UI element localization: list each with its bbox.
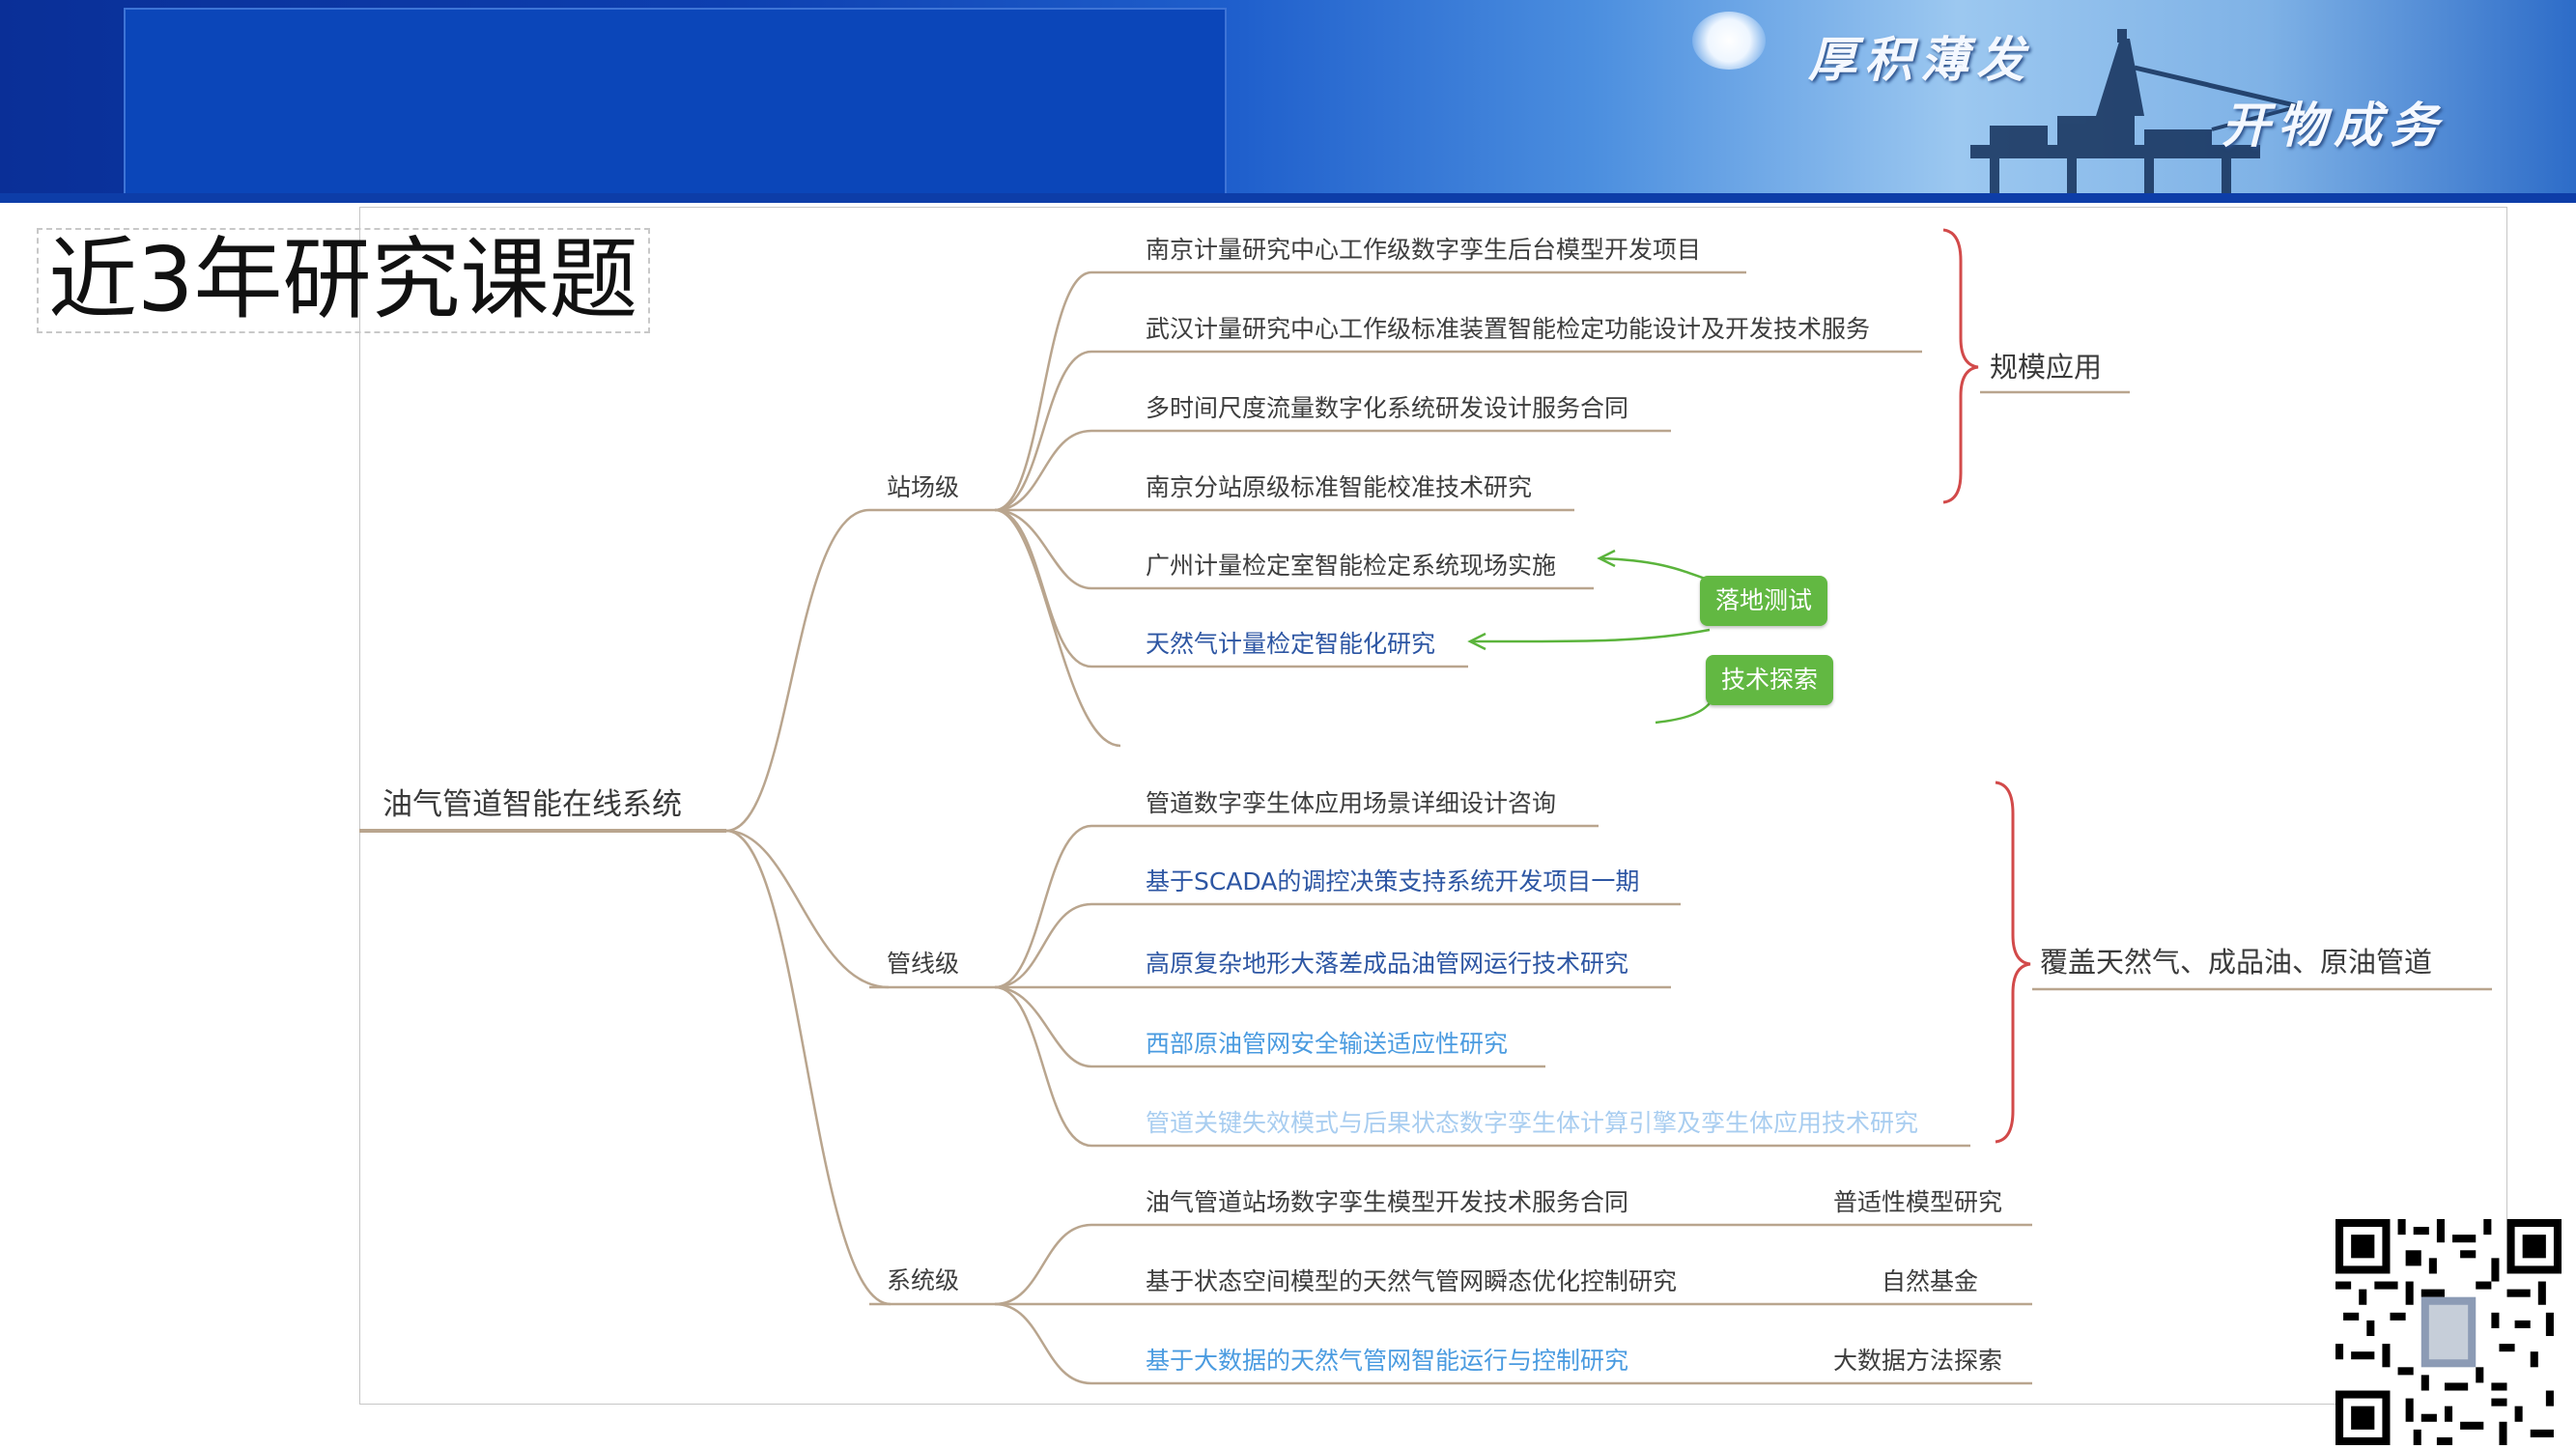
station-item: 南京计量研究中心工作级数字孪生后台模型开发项目 (1146, 236, 1702, 264)
system-side-label: 大数据方法探索 (1833, 1347, 2003, 1375)
pipeline-item: 管道关键失效模式与后果状态数字孪生体计算引擎及孪生体应用技术研究 (1146, 1109, 1919, 1137)
slogan-line-2: 开物成务 (2222, 97, 2446, 154)
root-node: 油气管道智能在线系统 (382, 787, 682, 822)
branch-pipeline: 管线级 (887, 950, 960, 978)
header-banner: 厚积薄发 开物成务 (0, 0, 2576, 203)
header-divider (0, 193, 2576, 203)
branch-system: 系统级 (887, 1266, 960, 1294)
station-item: 天然气计量检定智能化研究 (1146, 630, 1436, 658)
bracket-label-scale: 规模应用 (1990, 351, 2103, 384)
slide-title: 近3年研究课题 (37, 228, 650, 333)
pipeline-item: 高原复杂地形大落差成品油管网运行技术研究 (1146, 950, 1629, 978)
content-panel (359, 207, 2507, 1405)
station-item: 广州计量检定室智能检定系统现场实施 (1146, 552, 1557, 580)
branch-station: 站场级 (887, 473, 960, 501)
system-item: 基于状态空间模型的天然气管网瞬态优化控制研究 (1146, 1267, 1678, 1295)
tag-field-test: 落地测试 (1700, 576, 1827, 626)
pipeline-item: 管道数字孪生体应用场景详细设计咨询 (1146, 789, 1557, 817)
station-item: 多时间尺度流量数字化系统研发设计服务合同 (1146, 394, 1629, 422)
sun-icon (1692, 12, 1766, 70)
system-item: 油气管道站场数字孪生模型开发技术服务合同 (1146, 1188, 1629, 1216)
pipeline-item: 基于SCADA的调控决策支持系统开发项目一期 (1146, 867, 1640, 895)
station-item: 武汉计量研究中心工作级标准装置智能检定功能设计及开发技术服务 (1146, 315, 1871, 343)
pipeline-item: 西部原油管网安全输送适应性研究 (1146, 1030, 1509, 1058)
system-side-label: 自然基金 (1882, 1267, 1979, 1295)
bracket-label-coverage: 覆盖天然气、成品油、原油管道 (2040, 946, 2433, 979)
slogan-line-1: 厚积薄发 (1808, 31, 2032, 88)
system-side-label: 普适性模型研究 (1833, 1188, 2003, 1216)
oil-rig-icon (1970, 29, 2300, 203)
qr-code-icon (2335, 1219, 2562, 1445)
tag-tech-explore: 技术探索 (1706, 655, 1833, 705)
system-item: 基于大数据的天然气管网智能运行与控制研究 (1146, 1347, 1629, 1375)
station-item: 南京分站原级标准智能校准技术研究 (1146, 473, 1533, 501)
header-title-box (124, 8, 1227, 197)
